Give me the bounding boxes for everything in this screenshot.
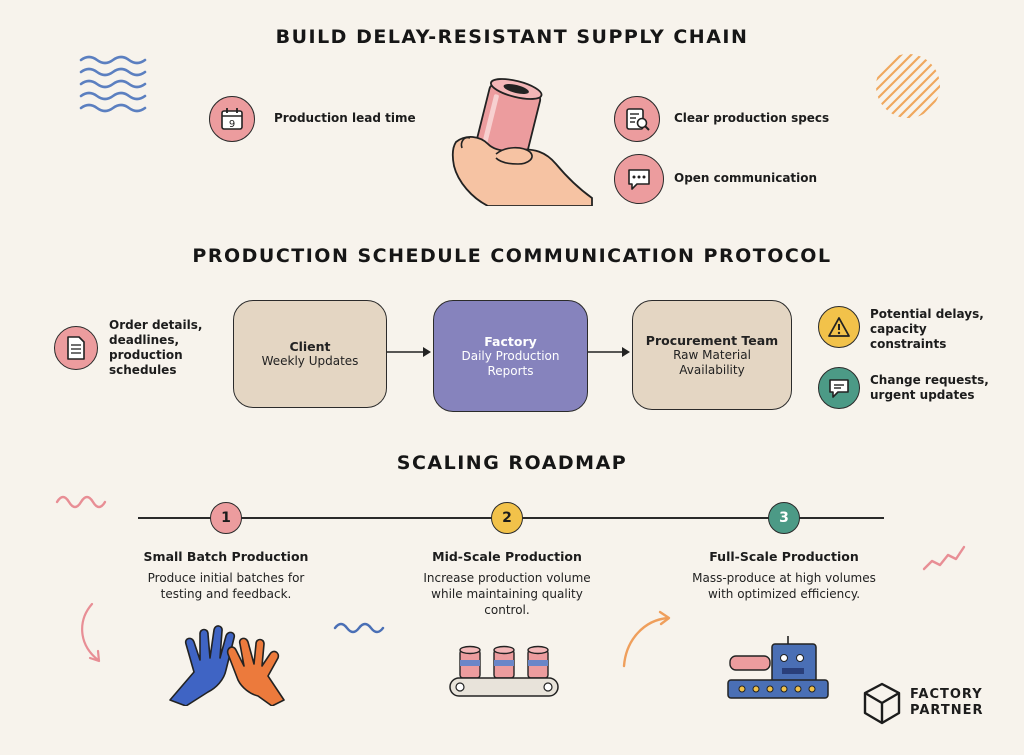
box-logo-icon xyxy=(863,682,901,725)
gloves-illustration xyxy=(169,625,285,706)
lead-time-label: Production lead time xyxy=(274,111,416,125)
document-icon xyxy=(54,326,98,370)
logo-line-1: FACTORY xyxy=(910,687,983,702)
supply-chain-heading: BUILD DELAY-RESISTANT SUPPLY CHAIN xyxy=(275,26,749,48)
wave-lines-decoration xyxy=(79,55,147,113)
protocol-heading: PRODUCTION SCHEDULE COMMUNICATION PROTOC… xyxy=(192,245,832,267)
step-3-description: Mass-produce at high volumes with optimi… xyxy=(692,571,876,601)
step-1-title: Small Batch Production xyxy=(143,549,309,564)
client-box-title: Client xyxy=(289,339,331,354)
order-details-line-1: Order details, xyxy=(109,318,203,332)
warning-icon xyxy=(818,306,860,348)
order-details-note: Order details, deadlines, production sch… xyxy=(109,318,202,378)
procurement-box-text: Raw Material Availability xyxy=(673,347,751,377)
calendar-icon-digit: 9 xyxy=(229,119,235,130)
step-3-title: Full-Scale Production xyxy=(709,549,859,564)
chat-bubble-icon xyxy=(614,154,664,204)
client-box: Client Weekly Updates xyxy=(233,300,387,408)
client-box-text: Weekly Updates xyxy=(261,354,359,368)
curved-arrow-pink-decoration xyxy=(81,602,101,663)
roadmap-heading: SCALING ROADMAP xyxy=(396,452,628,474)
open-communication-label: Open communication xyxy=(674,171,818,185)
order-details-line-3: production xyxy=(109,348,183,362)
squiggle-blue-decoration xyxy=(333,622,385,634)
step-1-badge: 1 xyxy=(210,502,242,534)
logo-line-2: PARTNER xyxy=(910,703,984,718)
production-specs-label: Clear production specs xyxy=(674,111,830,125)
spec-sheet-search-icon xyxy=(614,96,660,142)
squiggle-pink-right-decoration xyxy=(922,545,966,571)
hand-holding-roll-illustration xyxy=(451,78,593,206)
potential-delays-line-3: constraints xyxy=(870,337,947,351)
step-2-description: Increase production volume while maintai… xyxy=(423,571,591,617)
potential-delays-line-2: capacity xyxy=(870,322,927,336)
procurement-box: Procurement Team Raw Material Availabili… xyxy=(632,300,792,410)
factory-box-text: Daily Production Reports xyxy=(461,348,560,378)
conveyor-rolls-illustration xyxy=(449,645,559,697)
change-requests-line-1: Change requests, xyxy=(870,373,989,387)
striped-circle-decoration xyxy=(876,54,940,118)
arrow-factory-to-procurement xyxy=(588,347,630,357)
message-icon xyxy=(818,367,860,409)
factory-box-title: Factory xyxy=(484,333,537,349)
squiggle-pink-decoration xyxy=(55,495,107,509)
step-2-title: Mid-Scale Production xyxy=(432,549,582,564)
change-requests-line-2: urgent updates xyxy=(870,388,975,402)
arrow-client-to-factory xyxy=(387,347,431,357)
curved-arrow-orange-decoration xyxy=(622,610,671,668)
step-2-badge: 2 xyxy=(491,502,523,534)
factory-machine-illustration xyxy=(727,636,829,699)
procurement-box-title: Procurement Team xyxy=(645,332,779,348)
step-1-description: Produce initial batches for testing and … xyxy=(147,571,305,601)
potential-delays-note: Potential delays, capacity constraints xyxy=(870,307,984,352)
step-3-badge: 3 xyxy=(768,502,800,534)
logo-wordmark: FACTORY PARTNER xyxy=(910,687,983,719)
factory-box: Factory Daily Production Reports xyxy=(433,300,588,412)
order-details-line-2: deadlines, xyxy=(109,333,180,347)
order-details-line-4: schedules xyxy=(109,363,177,377)
change-requests-note: Change requests, urgent updates xyxy=(870,373,989,403)
potential-delays-line-1: Potential delays, xyxy=(870,307,984,321)
calendar-icon: 9 xyxy=(209,96,255,142)
